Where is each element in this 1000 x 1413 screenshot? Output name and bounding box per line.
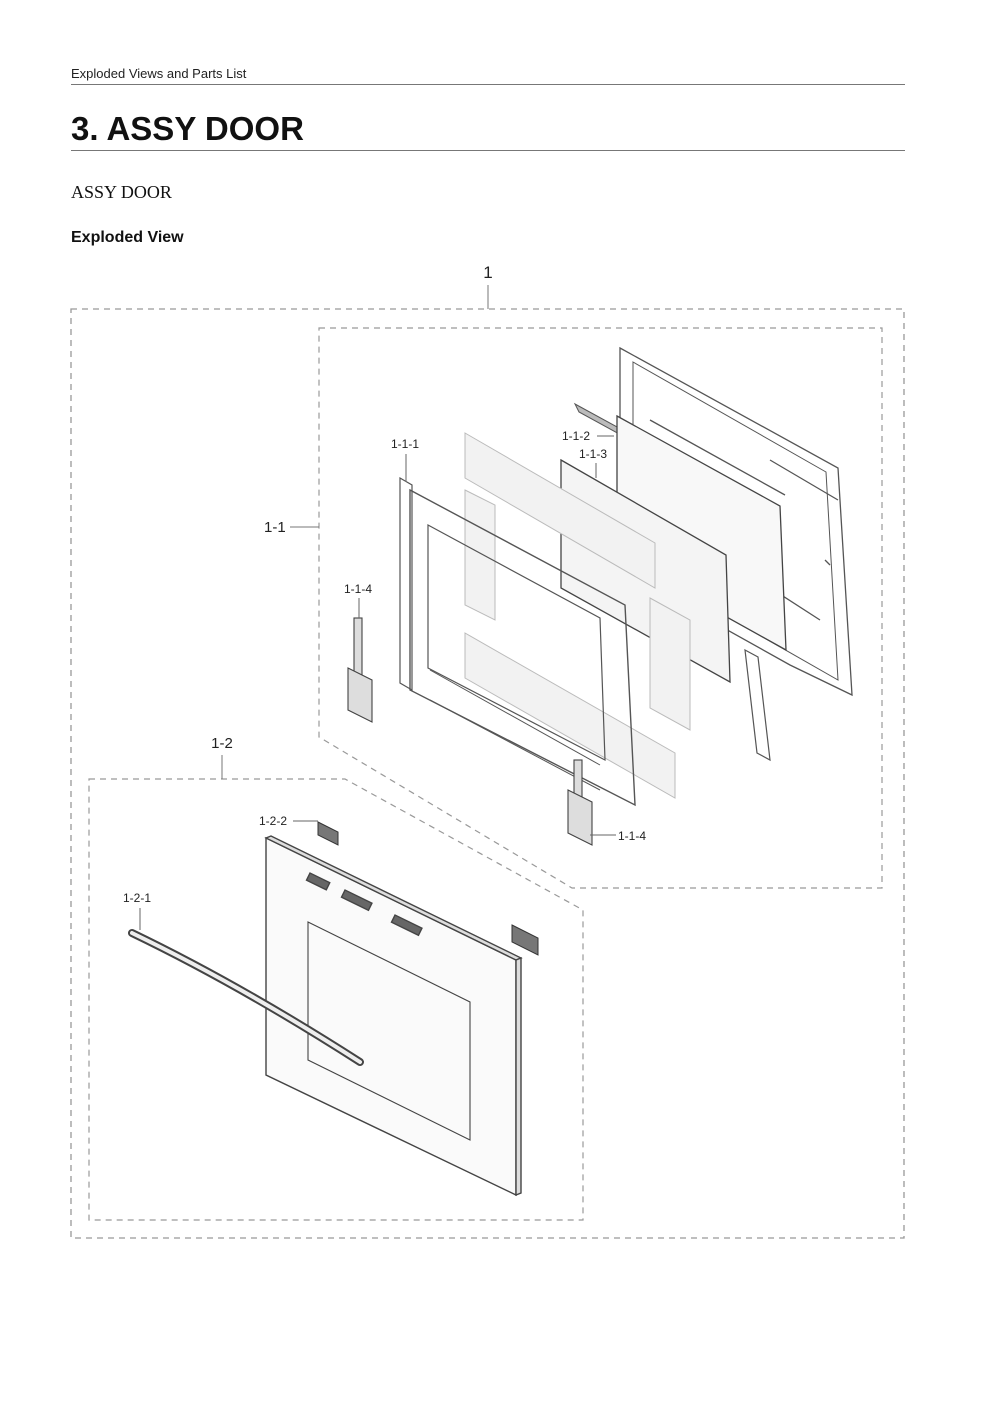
callout-1-2: 1-2 xyxy=(211,735,233,752)
insulation-blocks xyxy=(464,432,691,799)
section-title: 3. ASSY DOOR xyxy=(71,110,304,147)
callout-1-1: 1-1 xyxy=(264,519,286,536)
callout-1-1-1: 1-1-1 xyxy=(391,437,419,451)
door-handle-highlight xyxy=(130,931,362,1064)
handle-end-cap-left xyxy=(317,821,339,846)
callout-1-1-2: 1-1-2 xyxy=(562,429,590,443)
title-rule xyxy=(71,150,905,151)
hinge-right xyxy=(567,759,593,846)
running-header: Exploded Views and Parts List xyxy=(71,66,247,81)
callout-1-2-1: 1-2-1 xyxy=(123,891,151,905)
exploded-view-heading: Exploded View xyxy=(71,229,184,246)
subassembly-1-1-frame xyxy=(318,327,883,889)
callout-1: 1 xyxy=(483,263,492,282)
inner-door-front-frame xyxy=(409,488,636,807)
header-rule xyxy=(71,84,905,85)
outer-door-panel xyxy=(264,835,523,1197)
handle-end-cap-right xyxy=(511,924,539,956)
callout-1-1-4-left: 1-1-4 xyxy=(344,582,372,596)
hinge-left xyxy=(347,617,373,723)
side-frame-rail xyxy=(399,476,771,762)
callout-1-1-4-right: 1-1-4 xyxy=(618,829,646,843)
assembly-1-frame xyxy=(70,308,905,1239)
callout-1-2-2: 1-2-2 xyxy=(259,814,287,828)
subassembly-1-2-frame xyxy=(88,778,584,1221)
callout-1-1-3: 1-1-3 xyxy=(579,447,607,461)
section-subtitle: ASSY DOOR xyxy=(71,182,172,202)
